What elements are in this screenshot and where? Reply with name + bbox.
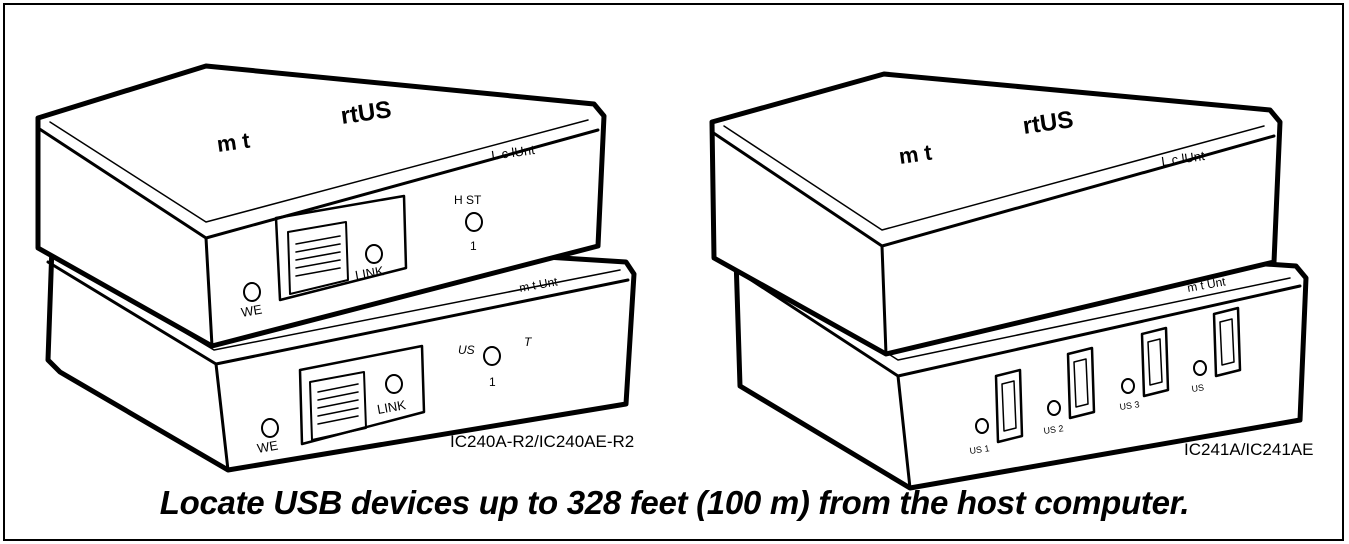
port-number: 1	[489, 375, 496, 389]
usb-port-label: US 1	[969, 443, 990, 456]
link-led-icon	[385, 374, 403, 394]
usb-port-label: US 2	[1043, 423, 1064, 436]
port-label-b: T	[524, 335, 533, 349]
usb-led-icon	[1193, 360, 1207, 376]
local-unit-label: L c lUnt	[1160, 148, 1206, 169]
brand-text-a: m t	[215, 128, 252, 157]
rj45-port-icon	[298, 344, 426, 446]
link-label: LINK	[376, 397, 407, 417]
port-label-a: US	[458, 343, 475, 357]
left-local-unit: m t rtUS L c lUnt WE LINK H ST 1	[35, 63, 607, 349]
usb-port-label: US 3	[1119, 399, 1140, 412]
usb-led-icon	[1121, 378, 1135, 394]
remote-unit-label: m t Unt	[518, 274, 559, 295]
usb-led-icon	[975, 418, 989, 434]
usb-port-label: US	[1191, 382, 1205, 394]
host-port-led-icon	[465, 212, 483, 232]
power-label: WE	[256, 437, 280, 455]
power-led-icon	[261, 418, 279, 438]
link-label: LINK	[354, 263, 385, 283]
power-led-icon	[243, 282, 261, 302]
rj45-port-icon	[274, 194, 408, 302]
port-number: 1	[470, 239, 477, 253]
right-model-caption: IC241A/IC241AE	[1184, 440, 1314, 459]
brand-text-a: m t	[897, 140, 934, 169]
page-border	[3, 3, 1344, 541]
right-local-unit: m t rtUS L c lUnt	[709, 71, 1283, 357]
usb-port-1: US 1	[969, 368, 1024, 456]
usb-port-led-icon	[483, 346, 501, 366]
link-led-icon	[365, 244, 383, 264]
left-model-caption: IC240A-R2/IC240AE-R2	[450, 432, 635, 451]
usb-port-2: US 2	[1043, 346, 1096, 436]
host-port-label: H ST	[454, 193, 482, 207]
usb-port-3: US 3	[1119, 326, 1170, 412]
tagline: Locate USB devices up to 328 feet (100 m…	[159, 484, 1190, 521]
power-label: WE	[240, 301, 264, 319]
local-unit-label: L c lUnt	[490, 142, 536, 163]
usb-port-4: US	[1191, 306, 1242, 394]
usb-led-icon	[1047, 400, 1061, 416]
